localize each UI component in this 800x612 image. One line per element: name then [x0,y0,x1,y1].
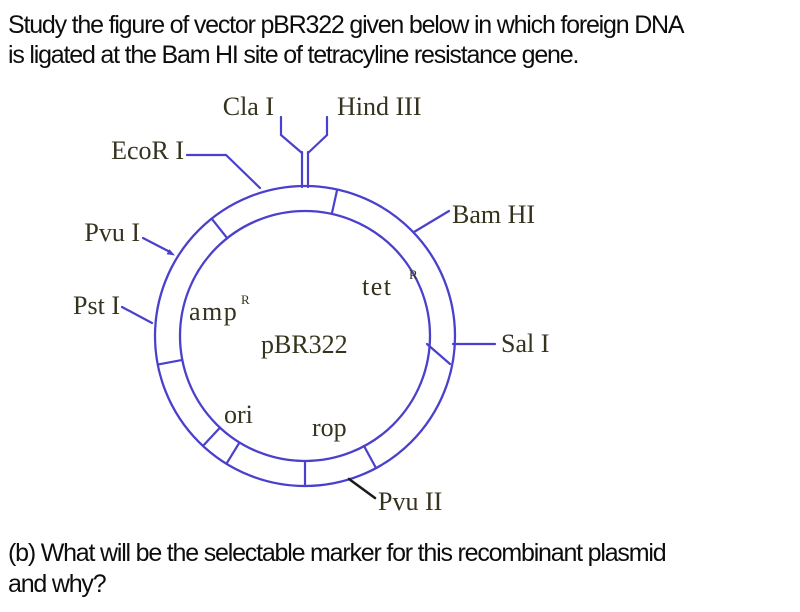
question-intro-line1: Study the figure of vector pBR322 given … [8,11,685,39]
rop-label: rop [312,413,347,442]
segment-divider-ori-left [201,426,222,447]
question-intro-line2: is ligated at the Bam HI site of tetracy… [8,41,579,69]
pst1-leader-line [120,305,154,325]
tet-gene-superscript: R [409,267,418,282]
segment-divider-5oclock [362,444,378,470]
segment-divider-top-right [330,188,339,215]
pvu2-leader-line [347,477,377,500]
hind3-leader-line [306,115,329,155]
segment-divider-10oclock [210,217,229,240]
sal1-site-label: Sal I [501,329,549,358]
pst1-site-label: Pst I [73,291,120,320]
bamh1-site-label: Bam HI [452,200,535,229]
tet-gene-label: tet [362,272,393,301]
plasmid-name-label: pBR322 [261,330,348,359]
amp-gene-superscript: R [241,292,250,307]
pvu1-leader-arrowhead [166,249,175,256]
question-part-b-line2: and why? [8,570,107,598]
ecor1-leader-line [185,153,262,190]
segment-divider-sal1 [425,342,452,366]
pvu1-site-label: Pvu I [84,218,140,247]
amp-gene-label: amp [189,297,238,326]
question-intro: Study the figure of vector pBR322 given … [8,10,685,70]
bamh1-leader-line [412,209,451,234]
pvu2-site-label: Pvu II [378,487,442,516]
cla1-site-label: Cla I [223,92,274,121]
ecor1-site-label: EcoR I [111,136,184,165]
cla1-leader-line [279,115,304,155]
segment-divider-8oclock [156,358,184,366]
question-part-b: (b) What will be the selectable marker f… [8,538,667,600]
ori-label: ori [224,400,253,429]
pvu1-leader-line [141,236,172,254]
question-part-b-line1: (b) What will be the selectable marker f… [8,539,667,567]
segment-divider-ori-right [225,441,241,465]
hind3-site-label: Hind III [337,92,421,121]
